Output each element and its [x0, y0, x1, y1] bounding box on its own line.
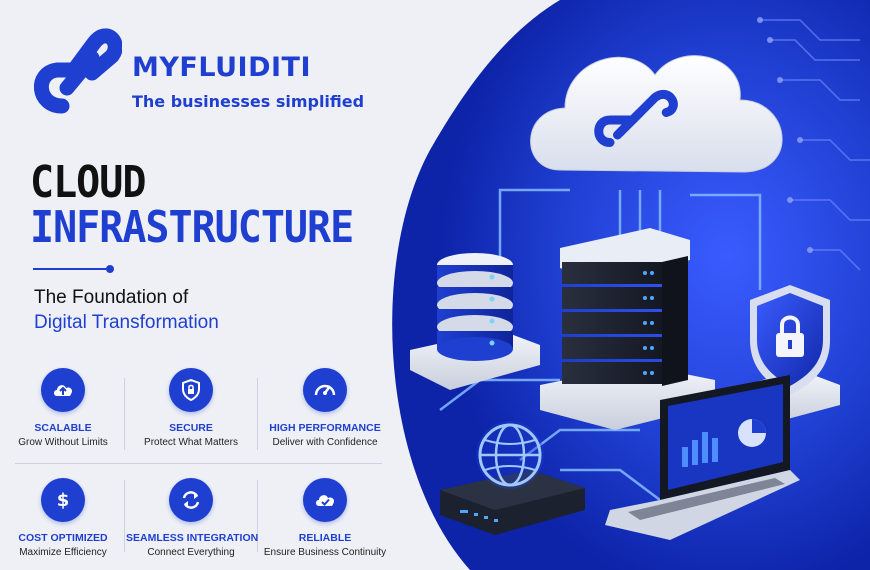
feature-desc: Protect What Matters	[144, 437, 238, 448]
feature-divider	[257, 480, 258, 552]
feature-title: SEAMLESS INTEGRATION	[126, 532, 259, 544]
subheadline-line2: Digital Transformation	[34, 312, 219, 333]
feature-title: SCALABLE	[34, 422, 92, 434]
feature-divider	[124, 378, 125, 450]
sync-arrows-icon	[169, 478, 213, 522]
feature-secure: SECURE Protect What Matters	[126, 368, 256, 448]
accent-dot	[106, 265, 114, 273]
dollar-icon: $	[41, 478, 85, 522]
feature-title: SECURE	[169, 422, 213, 434]
feature-desc: Connect Everything	[147, 547, 235, 558]
svg-text:$: $	[57, 490, 70, 511]
cloud-icon	[530, 55, 783, 173]
cloud-check-icon	[303, 478, 347, 522]
feature-reliable: RELIABLE Ensure Business Continuity	[260, 478, 390, 558]
cloud-upload-icon	[41, 368, 85, 412]
feature-desc: Grow Without Limits	[18, 437, 108, 448]
headline-line2: INFRASTRUCTURE	[30, 203, 354, 253]
feature-divider	[124, 480, 125, 552]
shield-lock-icon	[169, 368, 213, 412]
feature-title: COST OPTIMIZED	[18, 532, 108, 544]
feature-row-divider	[15, 463, 382, 464]
feature-high-performance: HIGH PERFORMANCE Deliver with Confidence	[260, 368, 390, 448]
feature-cost-optimized: $ COST OPTIMIZED Maximize Efficiency	[0, 478, 128, 558]
brand-tagline: The businesses simplified	[132, 92, 365, 111]
feature-desc: Maximize Efficiency	[19, 547, 107, 558]
laptop-icon	[605, 375, 800, 540]
database-icon	[410, 253, 540, 390]
myfluiditi-logo-icon	[34, 28, 122, 114]
globe-network-icon	[440, 421, 585, 535]
feature-desc: Ensure Business Continuity	[263, 547, 387, 558]
speedometer-icon	[303, 368, 347, 412]
accent-divider	[33, 268, 109, 270]
feature-title: HIGH PERFORMANCE	[269, 422, 381, 434]
feature-seamless-integration: SEAMLESS INTEGRATION Connect Everything	[126, 478, 259, 558]
feature-divider	[257, 378, 258, 450]
subheadline-line1: The Foundation of	[34, 287, 189, 308]
feature-scalable: SCALABLE Grow Without Limits	[0, 368, 128, 448]
feature-title: RELIABLE	[298, 532, 352, 544]
feature-desc: Deliver with Confidence	[272, 437, 378, 448]
brand-name: MYFLUIDITI	[132, 52, 311, 83]
headline-line1: CLOUD	[30, 158, 146, 208]
